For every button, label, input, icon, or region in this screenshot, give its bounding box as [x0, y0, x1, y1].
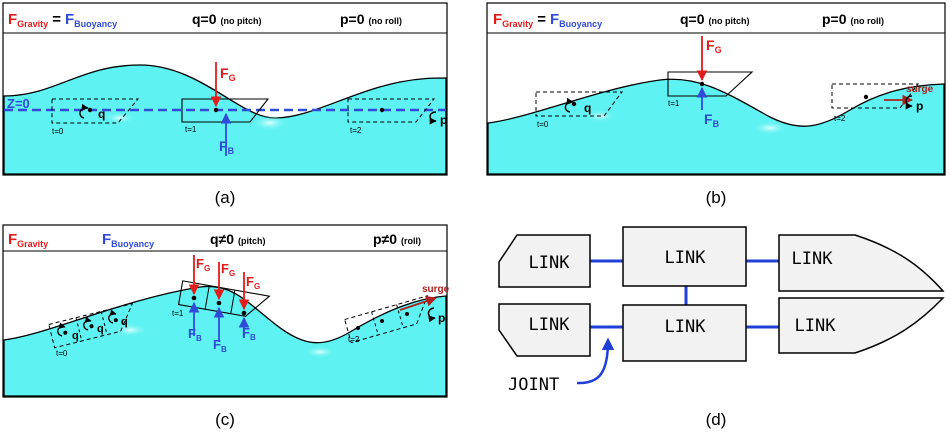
pitch-icon — [108, 309, 117, 324]
panel-a-header-p: p=0(no roll) — [340, 11, 402, 27]
panel-b-boat-t0 — [535, 91, 623, 117]
link-label-top-right: LINK — [792, 249, 834, 269]
panel-d-caption: (d) — [706, 410, 727, 429]
panel-b-boat-t1 — [667, 71, 754, 97]
link-top-center — [622, 226, 747, 287]
link-label-bottom-right: LINK — [795, 316, 837, 336]
roll-icon — [429, 111, 437, 125]
link-bottom-left — [498, 303, 591, 357]
panel-b-header-p: p=0(no roll) — [822, 11, 884, 27]
roll-icon — [905, 95, 913, 110]
panel-b-header-q: q=0(no pitch) — [680, 11, 750, 27]
panel-a-boat-t1 — [181, 98, 270, 123]
panel-b-fg-label: FG — [706, 37, 722, 55]
panel-a-fg-label: FG — [220, 65, 236, 83]
panel-b: FGravity=FBuoyancy q=0(no pitch) p=0(no … — [486, 2, 946, 207]
panel-b-q-marker: q — [584, 101, 591, 115]
joint-pointer-icon — [576, 337, 615, 385]
panel-a-boat-t0 — [51, 98, 140, 124]
link-label-bottom-left: LINK — [529, 315, 571, 335]
panel-c-surge-arrow — [399, 295, 438, 311]
panel-b-boat-t2 — [831, 83, 919, 109]
panel-a-header-q: q=0(no pitch) — [192, 11, 262, 27]
link-bottom-right — [778, 297, 945, 354]
joint-label: JOINT — [508, 375, 559, 395]
panel-a-boat-t2 — [347, 98, 436, 123]
roll-icon — [427, 307, 436, 323]
link-label-top-center: LINK — [665, 248, 707, 268]
panel-a-z0-label: Z=0 — [7, 96, 30, 111]
panel-a-t0-label: t=0 — [52, 127, 64, 136]
panel-c-fg-label-1: FG — [196, 256, 210, 273]
panel-c-caption: (c) — [215, 410, 235, 429]
panel-b-t1-label: t=1 — [668, 99, 680, 108]
panel-c-fb-label-3: FB — [242, 325, 256, 342]
panel-c-header-p: p≠0(roll) — [373, 231, 421, 247]
pitch-icon — [79, 103, 89, 119]
panel-b-fb-label: FB — [704, 111, 720, 129]
panel-a-t2-label: t=2 — [350, 126, 362, 135]
panel-c: FGravity FBuoyancy q≠0(pitch) p≠0(roll) … — [2, 224, 450, 429]
panel-c-surge-label: surge — [422, 284, 450, 295]
panel-b-header-forces: FGravity=FBuoyancy — [493, 11, 602, 29]
panel-a-header-forces: FGravity=FBuoyancy — [8, 11, 117, 29]
link-label-bottom-center: LINK — [665, 317, 707, 337]
panel-d: LINK LINK LINK LINK LINK LINK JOINT (d) — [498, 226, 945, 429]
panel-a-t1-label: t=1 — [185, 125, 197, 134]
panel-b-t0-label: t=0 — [537, 120, 549, 129]
link-top-right — [778, 234, 945, 292]
panel-c-header-buoyancy: FBuoyancy — [102, 231, 154, 249]
panel-c-header-q: q≠0(pitch) — [210, 231, 266, 247]
panel-b-p-marker: p — [916, 99, 923, 113]
pitch-icon — [83, 316, 92, 331]
panel-a-p-marker: p — [440, 113, 447, 127]
panel-c-boat-t2 — [344, 295, 429, 344]
panel-c-header-gravity: FGravity — [8, 231, 48, 249]
panel-c-boat-t1 — [177, 280, 271, 317]
panel-c-q-marker-2: q — [97, 323, 104, 335]
link-bottom-center — [622, 304, 747, 362]
panel-c-fb-label-2: FB — [213, 337, 227, 354]
link-top-left — [498, 234, 591, 288]
panel-c-t0-label: t=0 — [56, 349, 68, 358]
panel-a-fb-label: FB — [219, 138, 235, 156]
panel-c-fg-label-2: FG — [221, 261, 235, 278]
panel-b-surge-label: surge — [906, 84, 934, 95]
pitch-icon — [57, 322, 66, 337]
panel-b-water — [487, 78, 945, 175]
panel-a: Z=0 FGravity=FBuoyancy q=0(no pitch) p=0… — [2, 2, 448, 207]
panel-c-t1-label: t=1 — [172, 309, 184, 318]
panel-b-t2-label: t=2 — [834, 114, 846, 123]
panel-a-caption: (a) — [215, 188, 236, 207]
panel-c-p-marker: p — [438, 311, 445, 325]
panel-c-fg-label-3: FG — [246, 274, 260, 291]
pitch-icon — [564, 97, 574, 113]
panel-a-q-marker: q — [98, 107, 105, 121]
panel-c-fb-label-1: FB — [188, 326, 202, 343]
panel-c-t2-label: t=2 — [348, 335, 360, 344]
panel-c-boat-t0 — [48, 302, 134, 349]
panel-b-caption: (b) — [706, 188, 727, 207]
panel-c-q-marker-1: q — [72, 330, 79, 342]
link-label-top-left: LINK — [529, 253, 571, 273]
panel-c-q-marker-3: q — [121, 316, 128, 328]
